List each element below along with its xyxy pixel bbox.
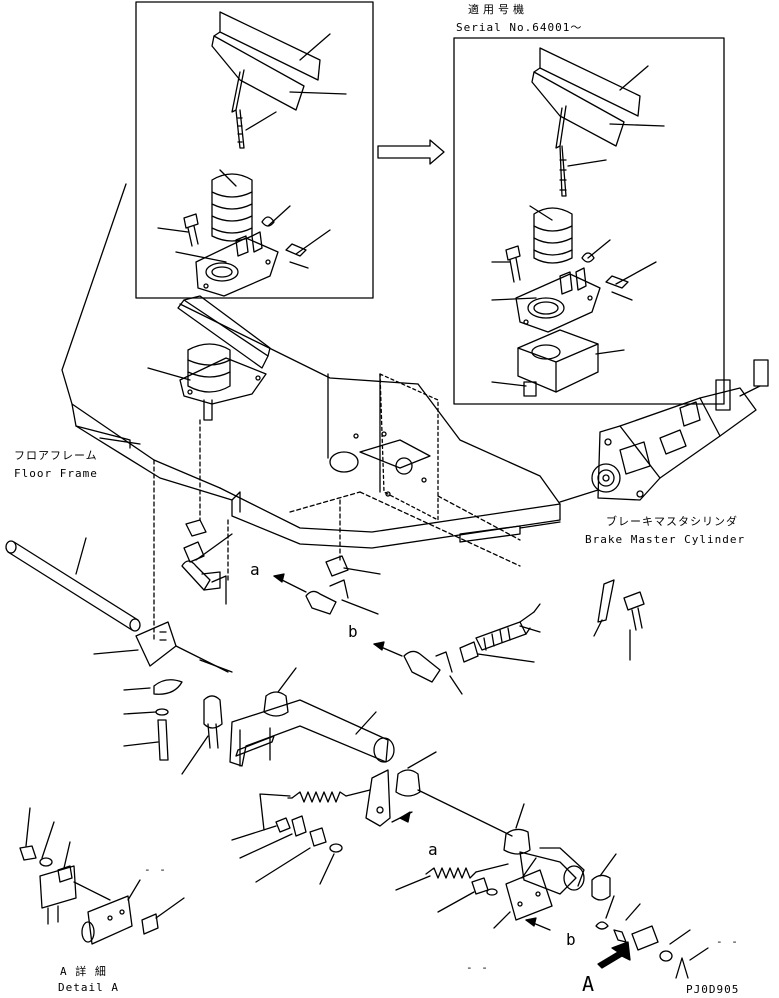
cross-rod bbox=[5, 537, 141, 632]
detail-label-en: Detail A bbox=[58, 981, 119, 994]
linkage-lines bbox=[153, 419, 521, 641]
detail-label-jp: A 詳 細 bbox=[60, 965, 107, 978]
pedal-inset-new bbox=[453, 37, 725, 405]
serial-label-jp: 適用号機 bbox=[468, 3, 528, 16]
dash-label-1: - - bbox=[144, 863, 167, 876]
connection-b-upper: b bbox=[348, 622, 358, 641]
connection-a-upper: a bbox=[250, 560, 260, 579]
detail-a bbox=[19, 807, 185, 945]
brake-master-cylinder bbox=[559, 359, 769, 503]
floor-frame bbox=[61, 183, 561, 549]
dash-label-3: - - bbox=[716, 935, 739, 948]
floor-frame-label-en: Floor Frame bbox=[14, 467, 98, 480]
drawing-code: PJ0D905 bbox=[686, 983, 740, 996]
view-a-label: A bbox=[582, 972, 595, 996]
lower-linkage bbox=[93, 519, 709, 979]
pedal-inset-old bbox=[135, 1, 374, 299]
brake-master-label-en: Brake Master Cylinder bbox=[585, 533, 746, 546]
floor-frame-label-jp: フロアフレーム bbox=[14, 449, 98, 462]
brake-master-label-jp: ブレーキマスタシリンダ bbox=[606, 515, 738, 528]
dash-label-2: - - bbox=[466, 961, 489, 974]
serial-label-en: Serial No.64001～ bbox=[456, 21, 583, 34]
connection-a-lower: a bbox=[428, 840, 438, 859]
connection-b-lower: b bbox=[566, 930, 576, 949]
brake-pedal bbox=[147, 295, 271, 421]
arrow-right-icon bbox=[377, 139, 445, 165]
